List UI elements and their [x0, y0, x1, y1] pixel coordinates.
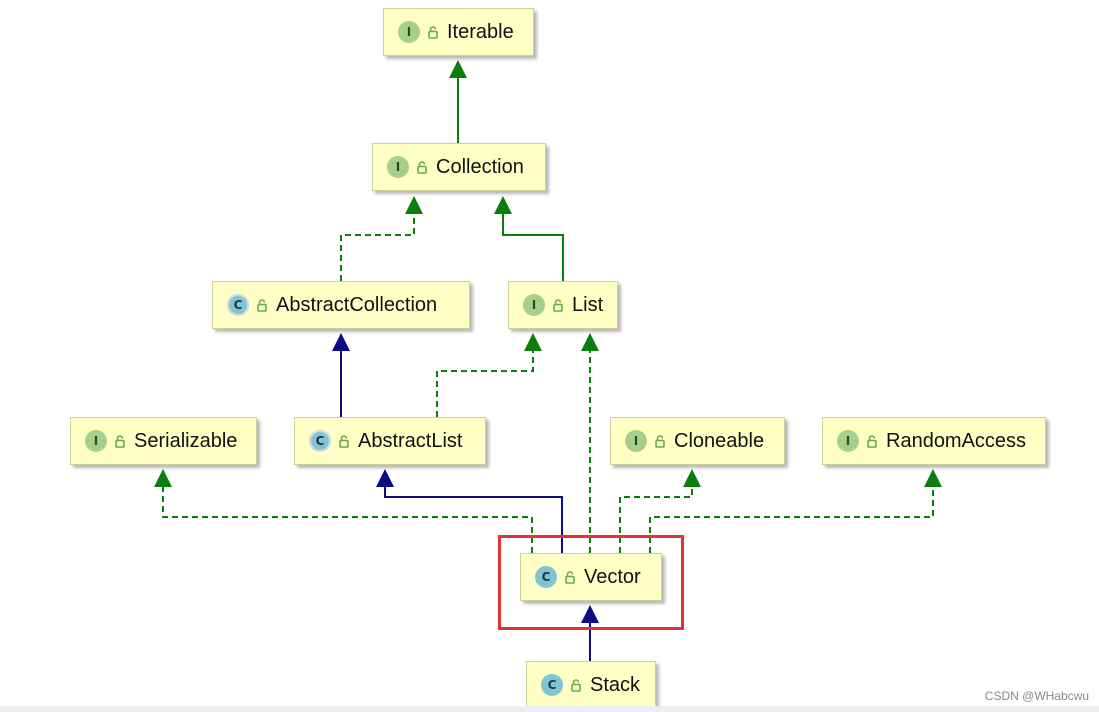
- public-access-lock-icon: [564, 570, 576, 584]
- bottom-strip: [0, 706, 1099, 712]
- edge-vector-to-abstractlist: [376, 469, 563, 553]
- edge-line: [502, 214, 564, 281]
- edge-list-to-collection: [494, 196, 564, 281]
- class-icon: C: [535, 566, 557, 588]
- edge-collection-to-iterable: [449, 60, 467, 143]
- edge-line: [162, 487, 533, 553]
- node-label: Collection: [436, 155, 524, 178]
- public-access-lock-icon: [427, 25, 439, 39]
- arrow-head: [154, 469, 172, 487]
- edge-abstractcollection-to-collection: [340, 196, 423, 281]
- arrow-head: [494, 196, 512, 214]
- edge-abstractlist-to-list: [436, 333, 542, 417]
- arrow-head: [449, 60, 467, 78]
- node-list[interactable]: I List: [508, 281, 618, 329]
- arrow-head: [524, 333, 542, 351]
- node-label: RandomAccess: [886, 429, 1027, 452]
- edge-line: [384, 487, 563, 553]
- edge-line: [649, 487, 934, 553]
- class-icon: C: [541, 674, 563, 696]
- interface-icon: I: [85, 430, 107, 452]
- watermark: CSDN @WHabcwu: [984, 689, 1089, 703]
- node-label: AbstractCollection: [276, 293, 438, 316]
- public-access-lock-icon: [866, 434, 878, 448]
- arrow-head: [581, 605, 599, 623]
- public-access-lock-icon: [338, 434, 350, 448]
- public-access-lock-icon: [256, 298, 268, 312]
- arrow-head: [924, 469, 942, 487]
- node-label: Serializable: [134, 429, 238, 452]
- node-collection[interactable]: I Collection: [372, 143, 546, 191]
- node-serializable[interactable]: I Serializable: [70, 417, 257, 465]
- public-access-lock-icon: [114, 434, 126, 448]
- edge-line: [436, 351, 534, 417]
- abstract-class-icon: C: [309, 430, 331, 452]
- interface-icon: I: [387, 156, 409, 178]
- node-cloneable[interactable]: I Cloneable: [610, 417, 785, 465]
- node-label: Iterable: [447, 20, 514, 43]
- node-abstractlist[interactable]: C AbstractList: [294, 417, 486, 465]
- interface-icon: I: [523, 294, 545, 316]
- edge-line: [340, 214, 415, 281]
- arrow-head: [376, 469, 394, 487]
- node-vector[interactable]: C Vector: [520, 553, 662, 601]
- edge-abstractlist-to-abstractcollection: [332, 333, 350, 417]
- node-label: Stack: [590, 673, 641, 696]
- public-access-lock-icon: [552, 298, 564, 312]
- public-access-lock-icon: [416, 160, 428, 174]
- interface-icon: I: [837, 430, 859, 452]
- arrow-head: [581, 333, 599, 351]
- edge-vector-to-cloneable: [619, 469, 701, 553]
- interface-icon: I: [625, 430, 647, 452]
- edge-vector-to-randomaccess: [649, 469, 942, 553]
- edge-line: [619, 487, 693, 553]
- vector-highlight-box: [498, 535, 684, 630]
- node-label: List: [572, 293, 604, 316]
- arrow-head: [332, 333, 350, 351]
- interface-icon: I: [398, 21, 420, 43]
- abstract-class-icon: C: [227, 294, 249, 316]
- edge-vector-to-serializable: [154, 469, 533, 553]
- node-label: Vector: [584, 565, 641, 588]
- edge-vector-to-list: [581, 333, 599, 553]
- public-access-lock-icon: [654, 434, 666, 448]
- public-access-lock-icon: [570, 678, 582, 692]
- node-randomaccess[interactable]: I RandomAccess: [822, 417, 1046, 465]
- arrow-head: [683, 469, 701, 487]
- node-iterable[interactable]: I Iterable: [383, 8, 534, 56]
- node-label: AbstractList: [358, 429, 463, 452]
- node-abstractcollection[interactable]: C AbstractCollection: [212, 281, 470, 329]
- arrow-head: [405, 196, 423, 214]
- node-stack[interactable]: C Stack: [526, 661, 656, 709]
- node-label: Cloneable: [674, 429, 765, 452]
